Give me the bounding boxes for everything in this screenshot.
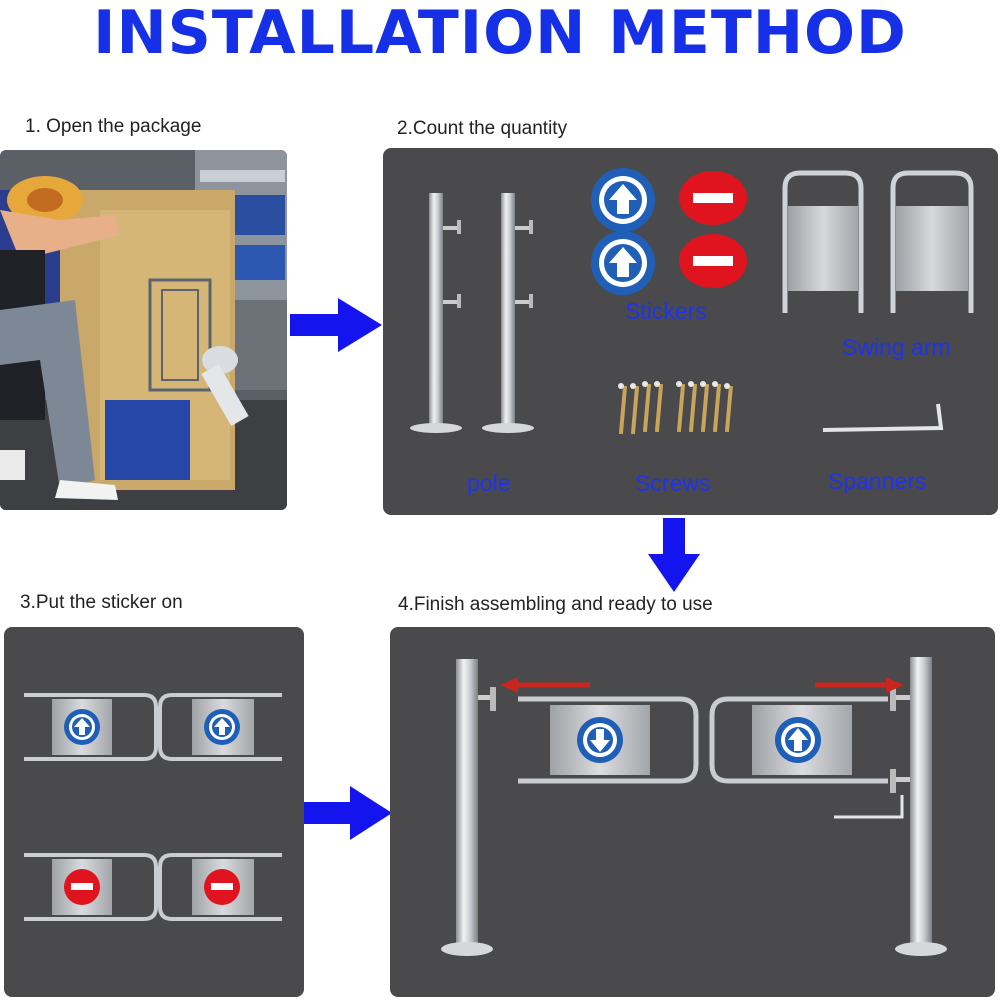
parts-panel: Stickers Swing arm pole Screws Spanners [383, 148, 998, 515]
spanners-label: Spanners [828, 468, 927, 494]
package-photo [0, 150, 287, 510]
right-pole [890, 657, 947, 956]
pole-part-1 [410, 193, 462, 433]
stickers-label: Stickers [625, 298, 707, 324]
swing-arm-part-2 [890, 170, 974, 313]
step-3-caption: 3.Put the sticker on [20, 592, 183, 613]
swing-arm-part-1 [782, 170, 864, 313]
swing-direction-right-arrow-icon [815, 677, 904, 693]
screws-part [618, 381, 733, 435]
right-swing-arm [709, 696, 888, 784]
spanner-part [822, 403, 944, 432]
arrow-right-icon [290, 298, 382, 352]
left-swing-arm [518, 696, 699, 784]
arrow-right-icon-2 [304, 786, 392, 840]
up-arrow-sticker-icon [591, 168, 655, 295]
step-4-caption: 4.Finish assembling and ready to use [398, 594, 713, 615]
arrow-down-icon [648, 518, 700, 592]
swing-arm-with-no-entry-stickers [24, 853, 282, 921]
page-title: INSTALLATION METHOD [93, 0, 907, 68]
no-entry-sticker-icon [679, 171, 747, 288]
swing-arm-with-up-stickers [24, 693, 282, 761]
pole-part-2 [482, 193, 534, 433]
pole-label: pole [467, 470, 511, 496]
screws-label: Screws [635, 470, 711, 496]
spanner-icon [834, 795, 904, 819]
step-1-caption: 1. Open the package [25, 116, 202, 137]
swing-arm-label: Swing arm [842, 334, 951, 360]
assembled-panel [390, 627, 995, 997]
left-pole [441, 659, 496, 956]
swing-direction-left-arrow-icon [500, 677, 590, 693]
sticker-panel [4, 627, 304, 997]
step-2-caption: 2.Count the quantity [397, 118, 568, 139]
